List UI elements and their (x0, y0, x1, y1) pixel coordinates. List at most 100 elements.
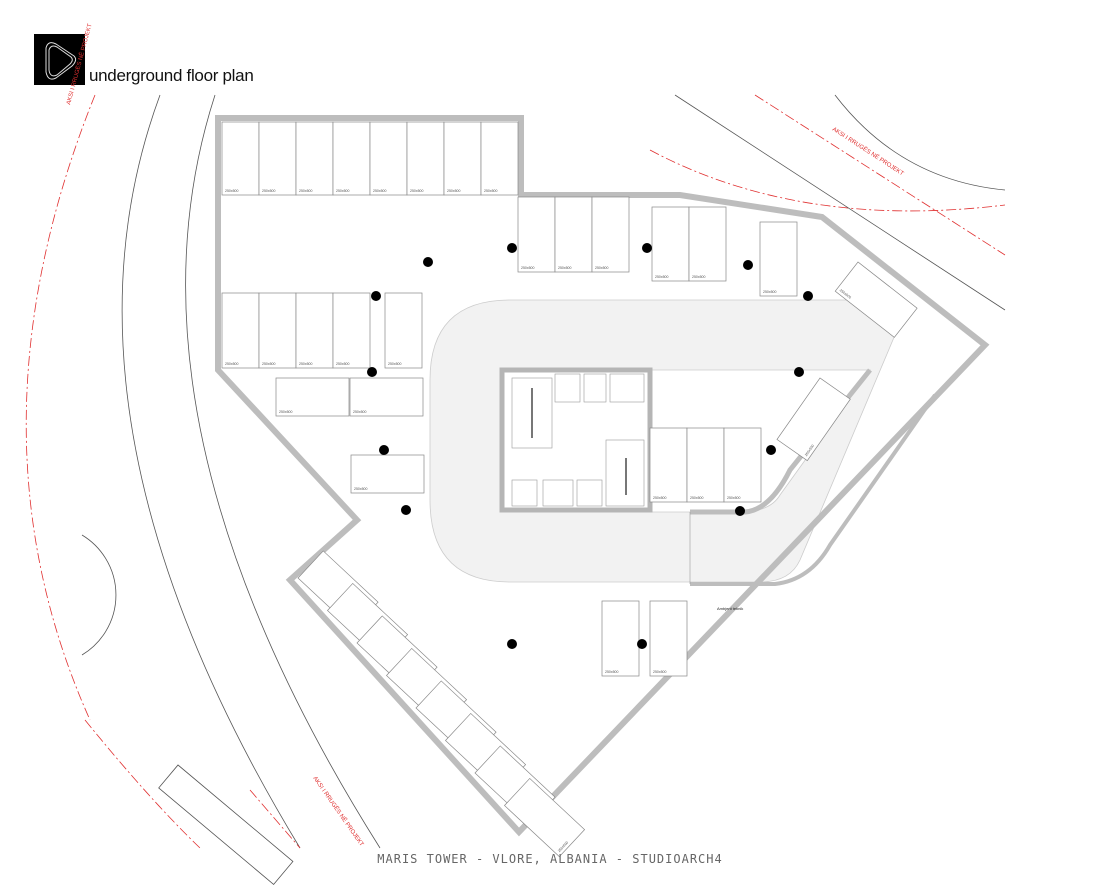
stall-outline (258, 292, 297, 369)
stall-outline (480, 121, 519, 196)
stall-size-label: 250x500 (727, 496, 740, 500)
stall-outline (504, 777, 586, 858)
parking-stall: 250x500 (591, 196, 630, 273)
parking-stall: 250x500 (651, 206, 690, 282)
parking-stall: 250x500 (295, 121, 334, 196)
structural-column (803, 291, 813, 301)
parking-stall: 250x500 (686, 427, 725, 503)
stall-outline (776, 377, 851, 462)
stall-size-label: 250x500 (262, 189, 275, 193)
stall-outline (275, 377, 350, 417)
parking-stall: 250x500 (723, 427, 762, 503)
stall-outline (554, 196, 593, 273)
stall-size-label: 250x500 (605, 670, 618, 674)
parking-stall: 250x500 (258, 292, 297, 369)
parking-stall: 250x500 (384, 292, 423, 369)
stall-size-label: 250x500 (655, 275, 668, 279)
stall-outline (601, 600, 640, 677)
parking-stall: 250x500 (759, 221, 798, 297)
stall-size-label: 250x500 (225, 189, 238, 193)
stall-size-label: 250x500 (388, 362, 401, 366)
stall-outline (834, 261, 918, 338)
stall-outline (349, 377, 424, 417)
technical-room-label: Ambjent teknik (717, 606, 743, 611)
stall-size-label: 250x500 (653, 670, 666, 674)
page-title: underground floor plan (89, 66, 254, 85)
ramp-wall-lower (690, 393, 937, 586)
outer-wall (215, 115, 990, 837)
stall-outline (443, 121, 482, 196)
parking-stall: 250x500 (406, 121, 445, 196)
stall-size-label: 250x500 (595, 266, 608, 270)
stall-outline (649, 600, 688, 677)
stall-size-label: 250x500 (353, 410, 366, 414)
stall-outline (221, 121, 260, 196)
stall-size-label: 250x500 (484, 189, 497, 193)
structural-column (423, 257, 433, 267)
stall-outline (517, 196, 556, 273)
parking-stall: 250x500 (275, 377, 350, 417)
studio-logo (34, 34, 85, 85)
structural-column (371, 291, 381, 301)
stall-size-label: 250x500 (447, 189, 460, 193)
parking-stall: 250x500 (332, 292, 371, 369)
stall-outline (384, 292, 423, 369)
parking-stall: 250x500 (688, 206, 727, 282)
stall-outline (295, 121, 334, 196)
stall-outline (406, 121, 445, 196)
stall-outline (350, 454, 425, 494)
stall-outline (591, 196, 630, 273)
structural-column (766, 445, 776, 455)
parking-stall: 250x500 (258, 121, 297, 196)
stall-size-label: 250x500 (763, 290, 776, 294)
parking-stall: 250x500 (554, 196, 593, 273)
parking-stall: 250x500 (221, 121, 260, 196)
structural-column (507, 639, 517, 649)
stall-size-label: 250x500 (804, 444, 815, 457)
stall-size-label: 250x500 (299, 362, 312, 366)
stall-outline (332, 121, 371, 196)
parking-stall: 250x500 (221, 292, 260, 369)
parking-stall: 250x500 (649, 600, 688, 677)
parking-stall: 250x500 (517, 196, 556, 273)
stall-size-label: 250x500 (692, 275, 705, 279)
stall-size-label: 250x500 (373, 189, 386, 193)
logo-mark-icon (45, 42, 77, 80)
parking-stalls: 250x500 250x500 250x500 250x500 250x500 250x5… (221, 121, 918, 858)
ramp-wall (690, 368, 872, 515)
structural-column (735, 506, 745, 516)
stall-outline (295, 292, 334, 369)
footer-caption: MARIS TOWER - VLORE, ALBANIA - STUDIOARC… (377, 852, 723, 866)
structural-column (379, 445, 389, 455)
stall-size-label: 250x500 (653, 496, 666, 500)
stall-outline (332, 292, 371, 369)
stall-outline (759, 221, 798, 297)
stall-size-label: 250x500 (279, 410, 292, 414)
stall-size-label: 250x500 (262, 362, 275, 366)
parking-stall: 250x500 (349, 377, 424, 417)
structural-column (507, 243, 517, 253)
stall-size-label: 250x500 (299, 189, 312, 193)
road-axis-lines (25, 94, 1006, 849)
stall-size-label: 250x500 (558, 266, 571, 270)
stall-outline (688, 206, 727, 282)
stall-size-label: 250x500 (410, 189, 423, 193)
parking-stall: 250x500 (332, 121, 371, 196)
parking-stall: 250x500 (776, 377, 851, 462)
columns (367, 243, 813, 649)
stall-size-label: 250x500 (839, 288, 852, 299)
stall-size-label: 250x500 (354, 487, 367, 491)
parking-stall: 250x500 (443, 121, 482, 196)
structural-column (637, 639, 647, 649)
parking-stall: 250x500 (601, 600, 640, 677)
parking-stall: 250x500 (480, 121, 519, 196)
stall-outline (723, 427, 762, 503)
stall-size-label: 250x500 (690, 496, 703, 500)
stall-outline (258, 121, 297, 196)
stall-outline (686, 427, 725, 503)
parking-stall: 250x500 (649, 427, 688, 503)
stall-size-label: 250x500 (336, 362, 349, 366)
structural-column (743, 260, 753, 270)
parking-stall: 250x500 (369, 121, 408, 196)
